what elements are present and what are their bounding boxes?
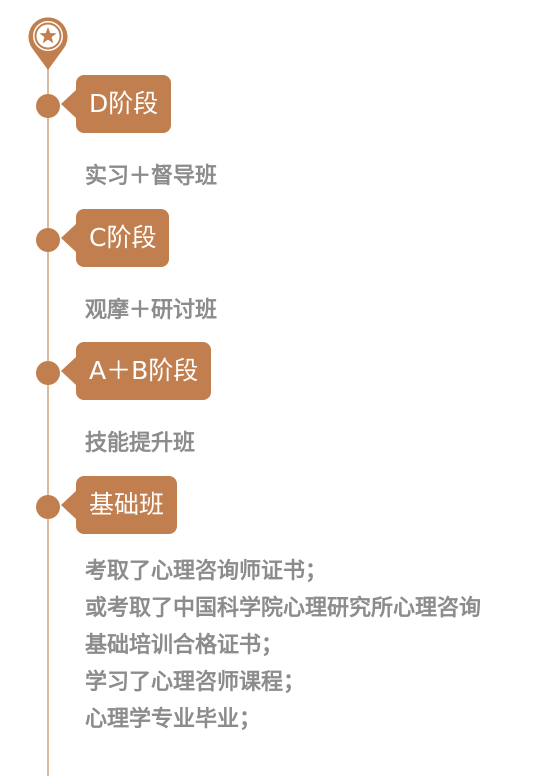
stage-tag-c: C阶段 <box>60 209 170 267</box>
foundation-requirements-list: 考取了心理咨询师证书； 或考取了中国科学院心理研究所心理咨询 基础培训合格证书；… <box>85 553 481 738</box>
timeline-dot <box>36 495 60 519</box>
requirement-item: 心理学专业毕业； <box>85 707 262 732</box>
requirement-item: 或考取了中国科学院心理研究所心理咨询 <box>85 596 482 621</box>
stage-tag-foundation: 基础班 <box>60 476 178 534</box>
timeline-dot <box>36 94 60 118</box>
stage-tag-ab: A＋B阶段 <box>60 342 212 400</box>
timeline-dot <box>36 361 60 385</box>
star-map-pin-icon <box>28 17 68 70</box>
timeline-dot <box>36 228 60 252</box>
requirement-item: 考取了心理咨询师证书； <box>85 559 328 584</box>
stage-desc-ab: 技能提升班 <box>85 431 196 456</box>
stage-desc-d: 实习＋督导班 <box>85 164 218 189</box>
stage-tag-d: D阶段 <box>60 75 172 133</box>
requirement-item: 学习了心理咨师课程； <box>85 670 306 695</box>
stage-desc-c: 观摩＋研讨班 <box>85 298 218 323</box>
timeline-line <box>47 60 49 776</box>
requirement-item: 基础培训合格证书； <box>85 633 284 658</box>
